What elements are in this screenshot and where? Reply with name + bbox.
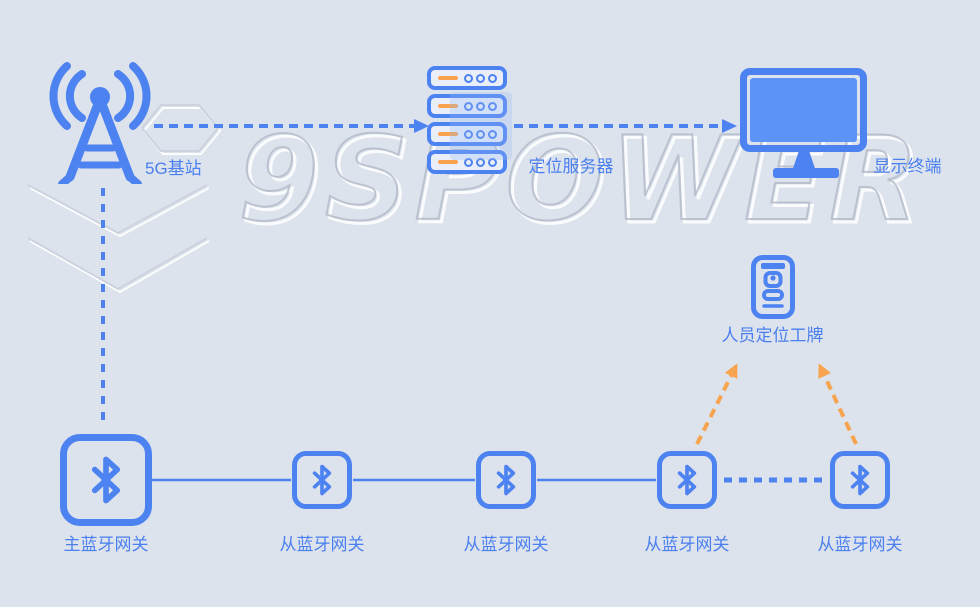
monitor-icon bbox=[740, 68, 867, 152]
bluetooth-icon bbox=[496, 464, 516, 496]
master-gateway-label: 主蓝牙网关 bbox=[63, 535, 149, 554]
slave-bluetooth-gateway-icon bbox=[476, 451, 536, 509]
slave-gateway-label: 从蓝牙网关 bbox=[817, 535, 903, 554]
monitor-base bbox=[773, 168, 839, 178]
badge-label: 人员定位工牌 bbox=[721, 326, 824, 345]
slave-bluetooth-gateway-icon bbox=[830, 451, 890, 509]
server-unit bbox=[427, 94, 507, 118]
monitor-screen bbox=[750, 78, 857, 142]
bluetooth-icon bbox=[850, 464, 870, 496]
server-unit bbox=[427, 66, 507, 90]
terminal-label: 显示终端 bbox=[873, 157, 942, 176]
server-unit bbox=[427, 150, 507, 174]
slave-gateway-label: 从蓝牙网关 bbox=[463, 535, 549, 554]
server-unit bbox=[427, 122, 507, 146]
server-led-bar bbox=[438, 160, 458, 164]
slave-gateway-label: 从蓝牙网关 bbox=[279, 535, 365, 554]
link-slave3-badge bbox=[695, 363, 738, 445]
slave-bluetooth-gateway-icon bbox=[657, 451, 717, 509]
server-icon bbox=[427, 66, 507, 174]
server-label: 定位服务器 bbox=[528, 157, 614, 176]
personnel-badge-icon bbox=[751, 255, 795, 319]
server-led-bar bbox=[438, 104, 458, 108]
master-bluetooth-gateway-icon bbox=[60, 434, 152, 526]
link-slave4-badge bbox=[818, 363, 858, 445]
bluetooth-icon bbox=[677, 464, 697, 496]
server-led-bar bbox=[438, 132, 458, 136]
5g-base-station-icon bbox=[49, 62, 151, 184]
bluetooth-icon bbox=[91, 456, 121, 504]
bluetooth-icon bbox=[312, 464, 332, 496]
arrowhead-to-terminal bbox=[722, 119, 737, 133]
arrowhead-to-server bbox=[414, 119, 429, 133]
slave-bluetooth-gateway-icon bbox=[292, 451, 352, 509]
monitor-stand bbox=[792, 150, 816, 170]
server-led-bar bbox=[438, 76, 458, 80]
base-station-label: 5G基站 bbox=[145, 159, 202, 178]
slave-gateway-label: 从蓝牙网关 bbox=[644, 535, 730, 554]
